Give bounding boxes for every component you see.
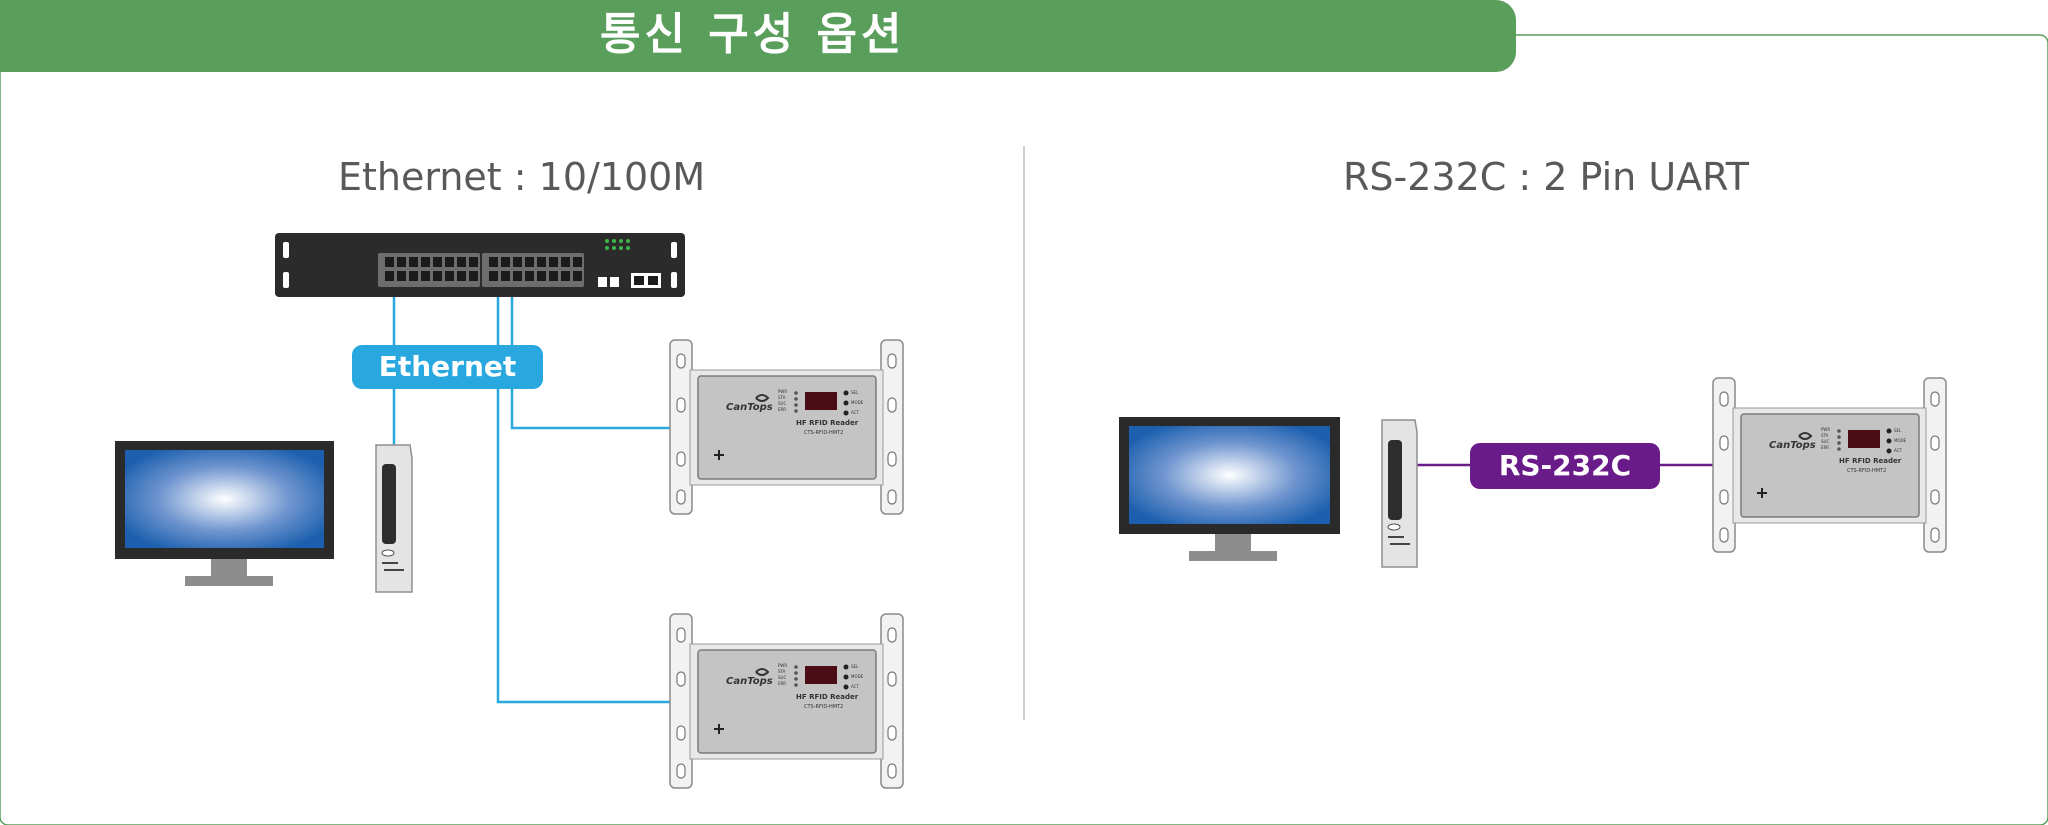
reader-brand: CanTops <box>726 402 773 413</box>
reader-led-label: SEL <box>1894 428 1902 433</box>
reader-led-label: SUC <box>778 675 787 680</box>
rs232c-section-title: RS-232C : 2 Pin UART <box>1343 155 1749 199</box>
pc-tower-icon <box>1381 419 1418 568</box>
reader-product-name: HF RFID Reader <box>1839 457 1902 465</box>
ethernet-section-title: Ethernet : 10/100M <box>338 155 706 199</box>
header-bar <box>0 0 1516 72</box>
reader-product-name: HF RFID Reader <box>796 419 859 427</box>
monitor-icon <box>1119 417 1340 561</box>
reader-led-label: SEL <box>851 664 859 669</box>
reader-led-label: ERR <box>778 681 787 686</box>
reader-led-label: SEL <box>851 390 859 395</box>
reader-brand: CanTops <box>1769 440 1816 451</box>
rfid-reader-icon <box>669 613 904 789</box>
network-switch-icon <box>275 233 685 297</box>
reader-model-number: CTS-RFID-HMT2 <box>1847 468 1887 474</box>
reader-led-label: MODE <box>851 674 864 679</box>
reader-led-label: ACT <box>851 684 859 689</box>
monitor-icon <box>115 441 334 586</box>
rs232c-pill <box>1470 443 1660 489</box>
reader-product-name: HF RFID Reader <box>796 693 859 701</box>
page-title: 통신 구성 옵션 <box>600 9 906 60</box>
reader-led-label: STA <box>1821 433 1829 438</box>
reader-led-label: MODE <box>1894 438 1907 443</box>
pc-tower-icon <box>375 444 413 593</box>
reader-model-number: CTS-RFID-HMT2 <box>804 430 844 436</box>
reader-led-label: ACT <box>851 410 859 415</box>
reader-led-label: ACT <box>1894 448 1902 453</box>
reader-led-label: SUC <box>1821 439 1830 444</box>
reader-led-label: ERR <box>1821 445 1830 450</box>
reader-led-label: PWR <box>1821 427 1831 432</box>
ethernet-link-label: Ethernet <box>378 350 517 383</box>
rfid-reader-icon <box>1712 377 1947 553</box>
reader-led-label: SUC <box>778 401 787 406</box>
rfid-reader-icon <box>669 339 904 515</box>
reader-led-label: PWR <box>778 663 788 668</box>
reader-led-label: STA <box>778 669 786 674</box>
reader-led-label: MODE <box>851 400 864 405</box>
reader-led-label: ERR <box>778 407 787 412</box>
ethernet-pill <box>352 345 543 389</box>
rs232c-link-label: RS-232C <box>1498 449 1632 482</box>
reader-led-label: STA <box>778 395 786 400</box>
reader-brand: CanTops <box>726 676 773 687</box>
reader-model-number: CTS-RFID-HMT2 <box>804 704 844 710</box>
reader-led-label: PWR <box>778 389 788 394</box>
outer-frame <box>0 34 2048 825</box>
